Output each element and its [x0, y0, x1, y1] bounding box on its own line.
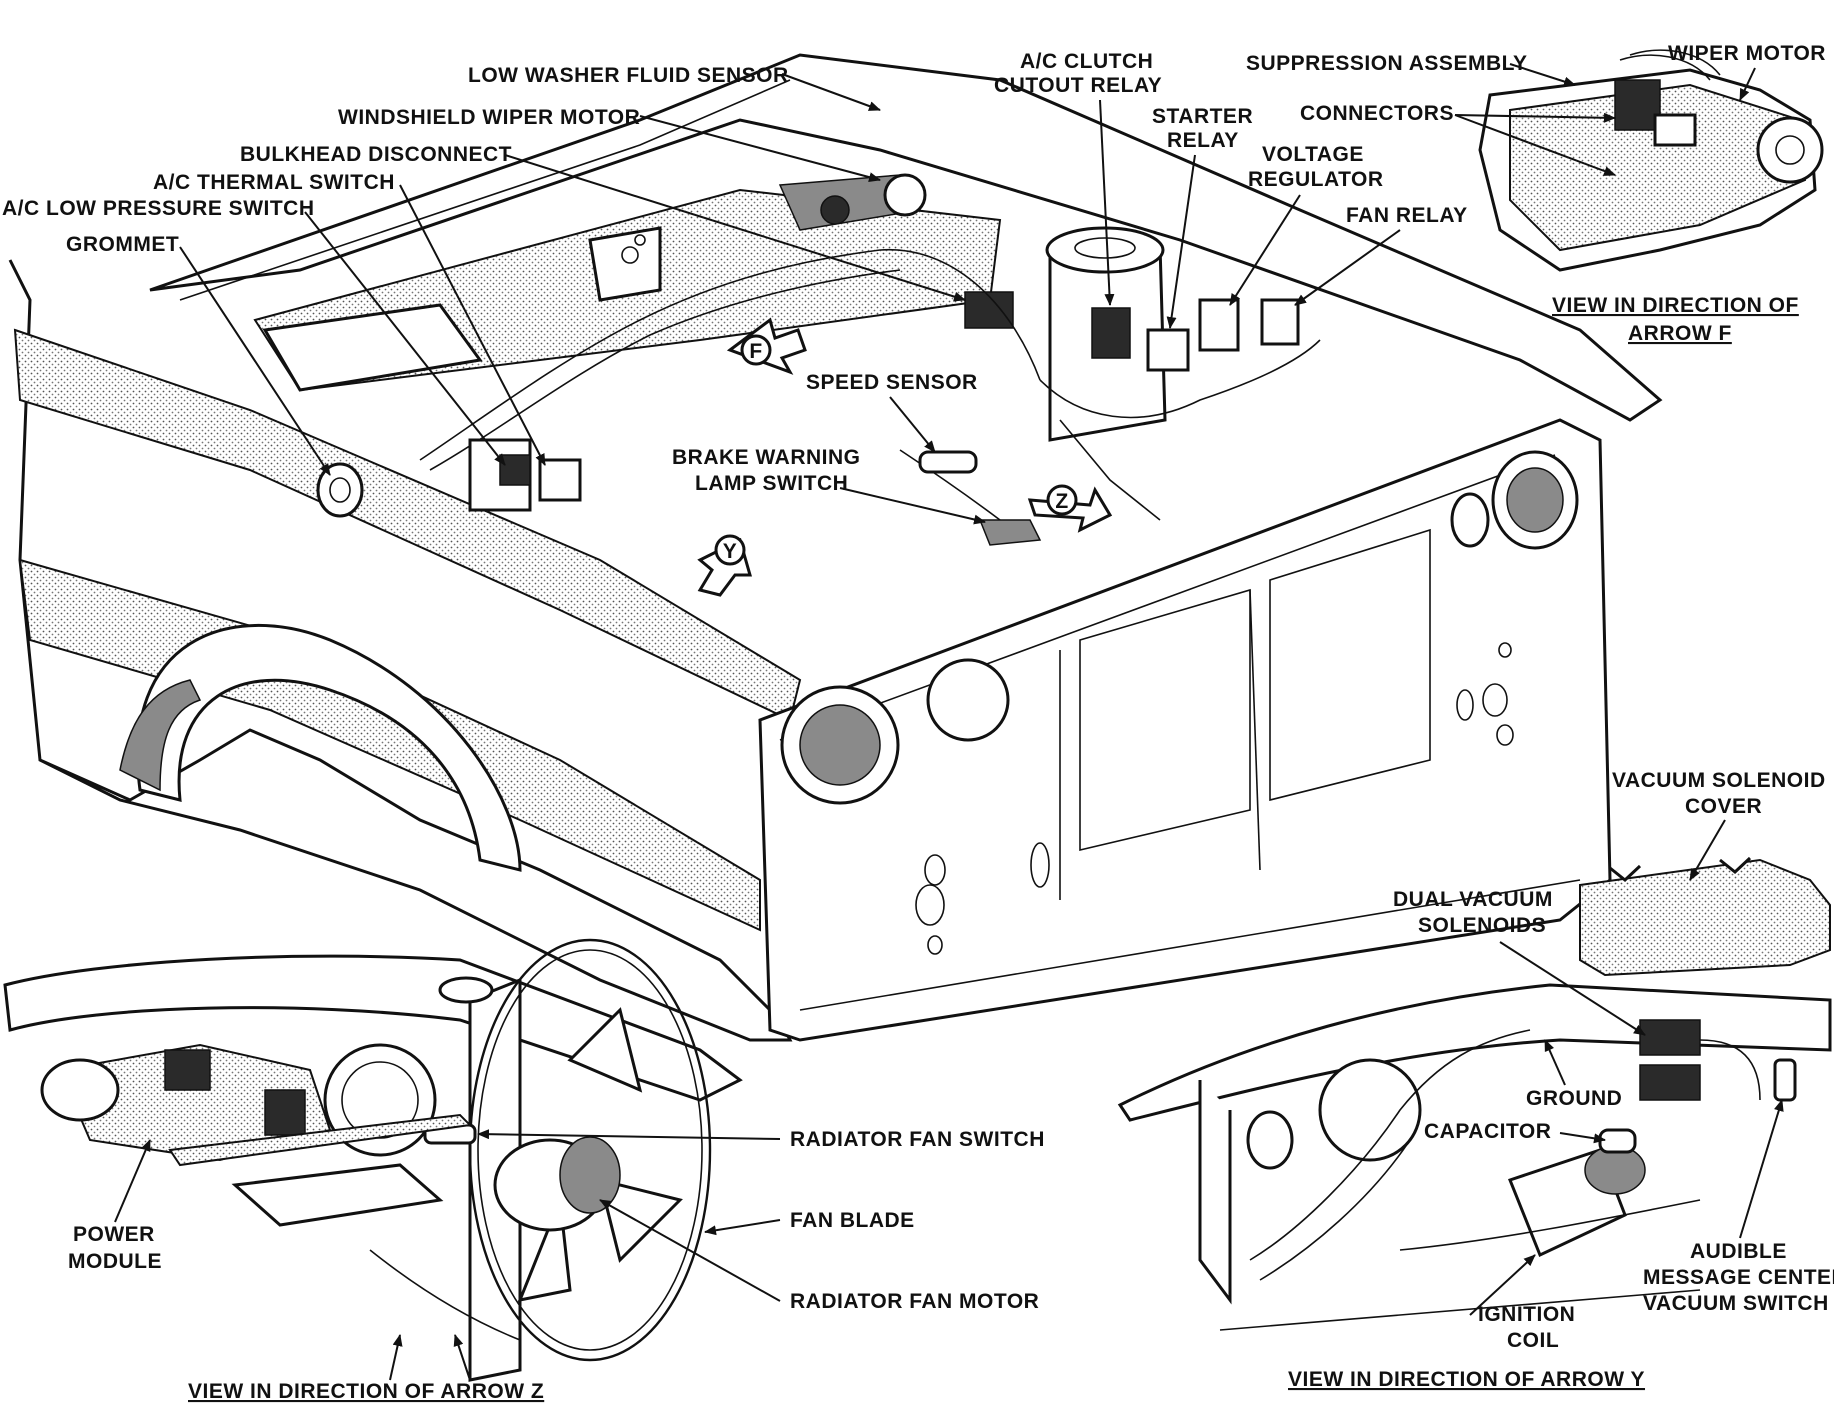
label-ignition-coil-line1: IGNITION	[1478, 1303, 1575, 1326]
arrow-f-letter: F	[749, 340, 762, 363]
arrow-f-icon: F	[726, 317, 807, 375]
label-voltage-regulator-line2: REGULATOR	[1248, 168, 1384, 191]
label-power-module-line1: POWER	[73, 1223, 155, 1246]
label-ac-low-pressure-switch: A/C LOW PRESSURE SWITCH	[2, 197, 315, 220]
caption-arrow-f-line1: VIEW IN DIRECTION OF	[1552, 294, 1799, 317]
caption-arrow-z: VIEW IN DIRECTION OF ARROW Z	[188, 1380, 544, 1403]
callout-labels: LOW WASHER FLUID SENSOR WINDSHIELD WIPER…	[2, 42, 1834, 1403]
arrow-z-letter: Z	[1055, 490, 1068, 513]
label-capacitor: CAPACITOR	[1424, 1120, 1551, 1143]
label-low-washer-fluid-sensor: LOW WASHER FLUID SENSOR	[468, 64, 789, 87]
label-windshield-wiper-motor: WINDSHIELD WIPER MOTOR	[338, 106, 640, 129]
arrow-y-icon: Y	[697, 534, 752, 597]
label-radiator-fan-motor: RADIATOR FAN MOTOR	[790, 1290, 1039, 1313]
label-ac-thermal-switch: A/C THERMAL SWITCH	[153, 171, 395, 194]
caption-arrow-y: VIEW IN DIRECTION OF ARROW Y	[1288, 1368, 1645, 1391]
label-starter-relay-line2: RELAY	[1167, 129, 1239, 152]
label-voltage-regulator-line1: VOLTAGE	[1262, 143, 1364, 166]
label-connectors: CONNECTORS	[1300, 102, 1454, 125]
label-ground: GROUND	[1526, 1087, 1622, 1110]
label-audible-line2: MESSAGE CENTER	[1643, 1266, 1834, 1289]
label-bulkhead-disconnect: BULKHEAD DISCONNECT	[240, 143, 512, 166]
label-radiator-fan-switch: RADIATOR FAN SWITCH	[790, 1128, 1045, 1151]
inset-arrow-f-drawing	[1478, 49, 1824, 272]
label-vacuum-solenoid-cover-line2: COVER	[1685, 795, 1762, 818]
arrow-y-letter: Y	[723, 540, 738, 563]
label-wiper-motor: WIPER MOTOR	[1668, 42, 1826, 65]
label-audible-line1: AUDIBLE	[1690, 1240, 1787, 1263]
label-brake-warning-lamp-switch-line2: LAMP SWITCH	[695, 472, 848, 495]
label-fan-blade: FAN BLADE	[790, 1209, 915, 1232]
caption-arrow-f-line2: ARROW F	[1628, 322, 1732, 345]
label-ac-clutch-cutout-relay-line1: A/C CLUTCH	[1020, 50, 1153, 73]
label-speed-sensor: SPEED SENSOR	[806, 371, 978, 394]
label-starter-relay-line1: STARTER	[1152, 105, 1253, 128]
label-audible-line3: VACUUM SWITCH	[1643, 1292, 1829, 1315]
label-ignition-coil-line2: COIL	[1507, 1329, 1559, 1352]
inset-arrow-z-drawing	[3, 938, 743, 1382]
label-dual-vacuum-solenoids-line2: SOLENOIDS	[1418, 914, 1546, 937]
inset-arrow-y-drawing	[1117, 856, 1832, 1331]
label-grommet: GROMMET	[66, 233, 179, 256]
label-fan-relay: FAN RELAY	[1346, 204, 1468, 227]
label-suppression-assembly: SUPPRESSION ASSEMBLY	[1246, 52, 1528, 75]
arrow-z-icon: Z	[1027, 484, 1113, 533]
label-brake-warning-lamp-switch-line1: BRAKE WARNING	[672, 446, 861, 469]
label-dual-vacuum-solenoids-line1: DUAL VACUUM	[1393, 888, 1553, 911]
label-power-module-line2: MODULE	[68, 1250, 162, 1273]
label-ac-clutch-cutout-relay-line2: CUTOUT RELAY	[994, 74, 1162, 97]
label-vacuum-solenoid-cover-line1: VACUUM SOLENOID	[1612, 769, 1826, 792]
main-compartment-drawing: F Y Z	[8, 53, 1663, 1042]
